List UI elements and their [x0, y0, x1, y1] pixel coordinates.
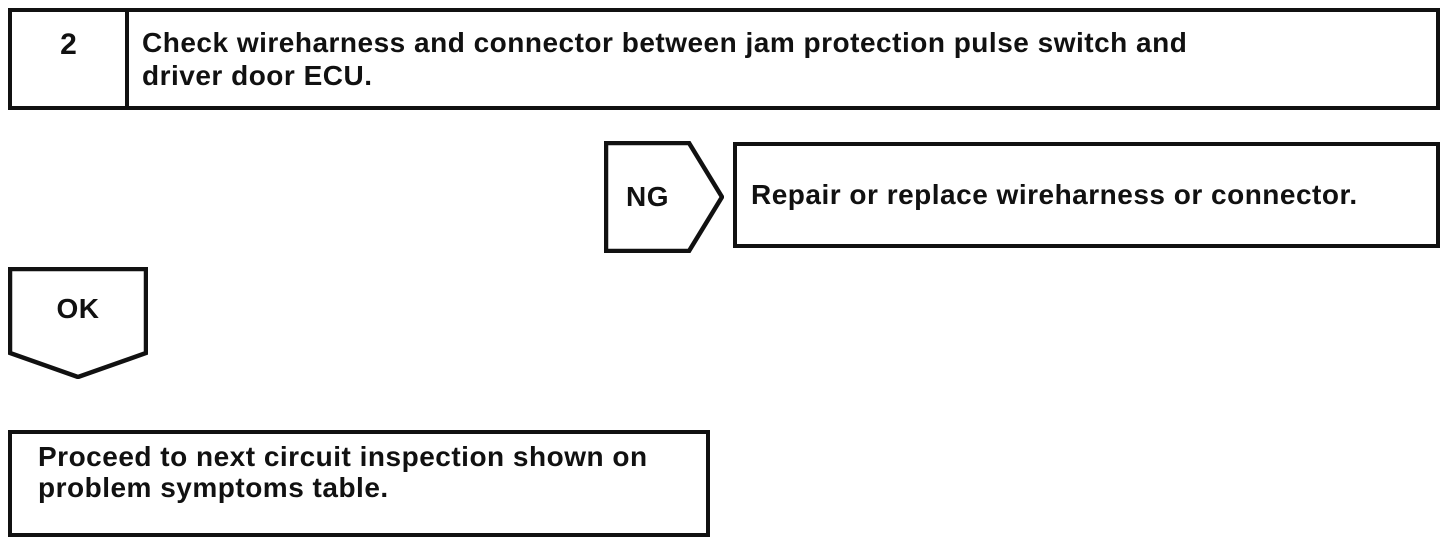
- ok-label: OK: [56, 293, 100, 324]
- ok-action-box: Proceed to next circuit inspection shown…: [8, 430, 710, 537]
- ok-pentagon-icon: [8, 267, 148, 379]
- step-number: 2: [60, 28, 77, 61]
- ng-action-text: Repair or replace wireharness or connect…: [751, 179, 1358, 210]
- ng-action-box: Repair or replace wireharness or connect…: [733, 142, 1440, 248]
- ng-label: NG: [626, 181, 669, 212]
- step-instruction: Check wireharness and connector between …: [142, 27, 1188, 91]
- ng-pentagon-icon: [604, 141, 724, 253]
- ok-connector-shape: [8, 267, 148, 379]
- ok-action-text: Proceed to next circuit inspection shown…: [38, 441, 648, 503]
- step-number-cell: 2: [12, 12, 129, 106]
- step-box: 2 Check wireharness and connector betwee…: [8, 8, 1440, 110]
- ng-connector-shape: [604, 141, 724, 253]
